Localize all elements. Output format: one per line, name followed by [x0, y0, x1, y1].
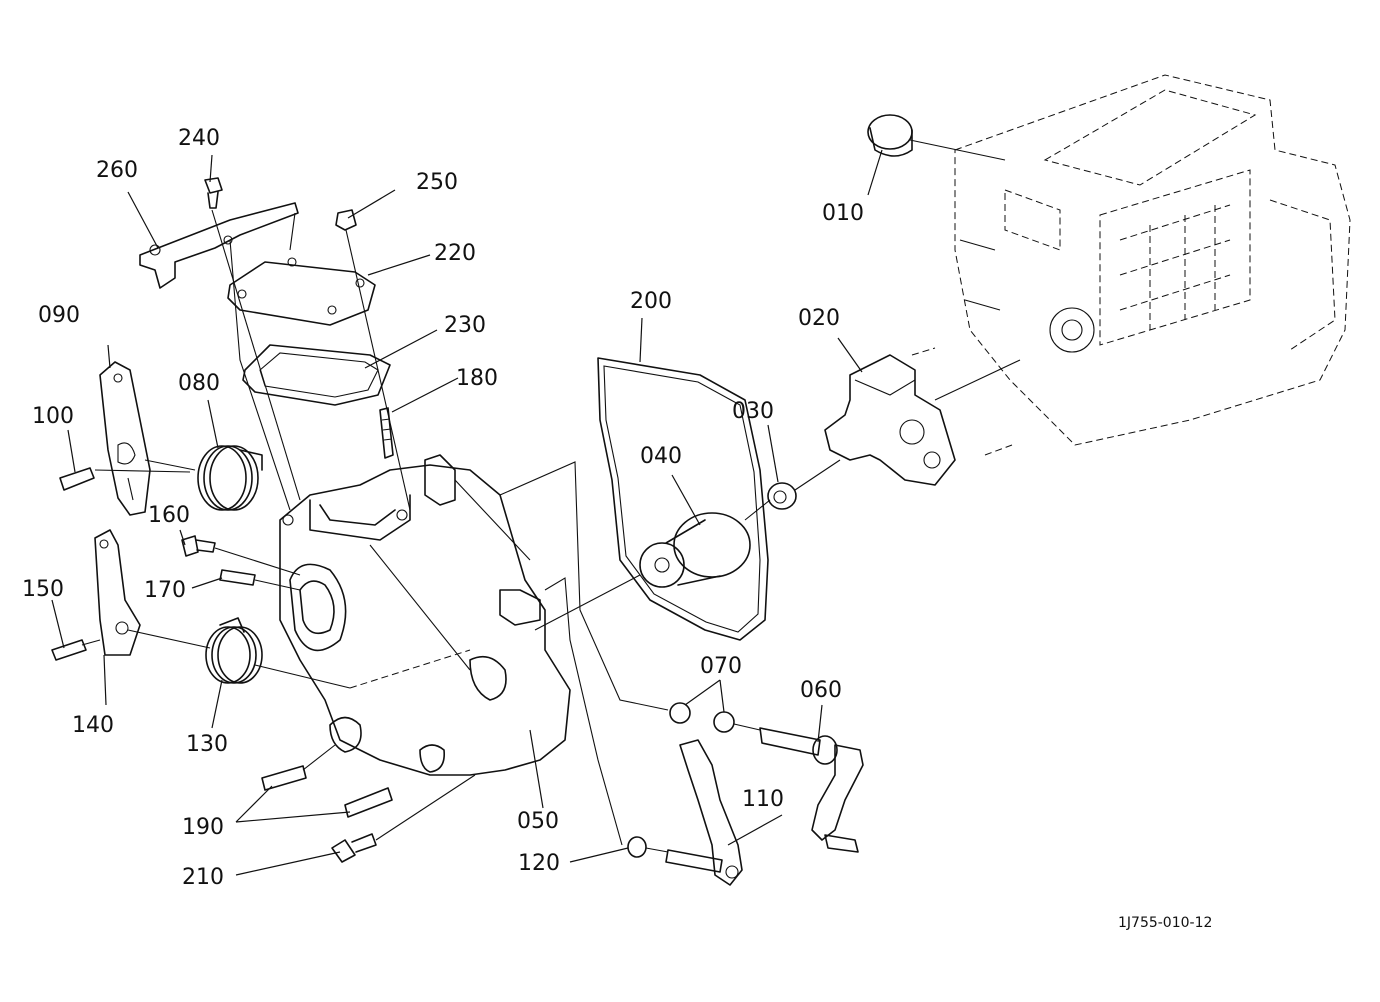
label-140: 140	[72, 713, 114, 738]
part-020-shift-fork	[824, 354, 956, 486]
part-labels: 010 020 030 040 050 060 070 080 090 100 …	[22, 126, 1212, 931]
part-060-shift-arm	[759, 727, 864, 853]
part-240-bolt	[204, 177, 223, 209]
label-230: 230	[444, 313, 486, 338]
part-220-cover	[227, 257, 376, 326]
label-250: 250	[416, 170, 458, 195]
label-130: 130	[186, 732, 228, 757]
label-020: 020	[798, 306, 840, 331]
label-030: 030	[732, 399, 774, 424]
label-110: 110	[742, 787, 784, 812]
part-130-spring	[205, 617, 263, 684]
label-180: 180	[456, 366, 498, 391]
part-070-o-rings	[669, 702, 735, 733]
part-090-lever	[99, 361, 151, 516]
label-210: 210	[182, 865, 224, 890]
label-160: 160	[148, 503, 190, 528]
part-190-studs	[261, 765, 393, 818]
part-140-lever	[94, 529, 141, 656]
part-050-housing	[279, 454, 571, 776]
part-100-pin	[59, 467, 95, 491]
drawing-code: 1J755-010-12	[1118, 915, 1212, 931]
leader-lines	[51, 149, 883, 876]
label-240: 240	[178, 126, 220, 151]
label-190: 190	[182, 815, 224, 840]
label-070: 070	[700, 654, 742, 679]
part-200-gasket	[597, 357, 769, 641]
part-110-shift-arm	[665, 739, 743, 886]
part-150-pin	[51, 639, 87, 661]
label-120: 120	[518, 851, 560, 876]
label-200: 200	[630, 289, 672, 314]
label-220: 220	[434, 241, 476, 266]
part-170-pin	[219, 569, 256, 586]
part-180-stud	[379, 407, 394, 459]
part-250-nut	[335, 209, 357, 231]
part-080-spring	[197, 445, 263, 511]
label-040: 040	[640, 444, 682, 469]
transmission-case	[954, 74, 1351, 446]
part-040-shaft	[639, 512, 751, 588]
part-210-bolt	[331, 833, 377, 863]
assembly-lines	[81, 139, 1021, 853]
part-120-o-ring	[627, 836, 647, 858]
part-010-plug	[867, 114, 913, 157]
label-170: 170	[144, 578, 186, 603]
part-160-bolt	[181, 535, 216, 557]
label-090: 090	[38, 303, 80, 328]
part-230-gasket	[242, 344, 391, 406]
label-080: 080	[178, 371, 220, 396]
part-260-plate	[139, 202, 299, 289]
label-050: 050	[517, 809, 559, 834]
label-010: 010	[822, 201, 864, 226]
label-060: 060	[800, 678, 842, 703]
label-150: 150	[22, 577, 64, 602]
part-030-bush	[767, 482, 797, 510]
label-100: 100	[32, 404, 74, 429]
label-260: 260	[96, 158, 138, 183]
